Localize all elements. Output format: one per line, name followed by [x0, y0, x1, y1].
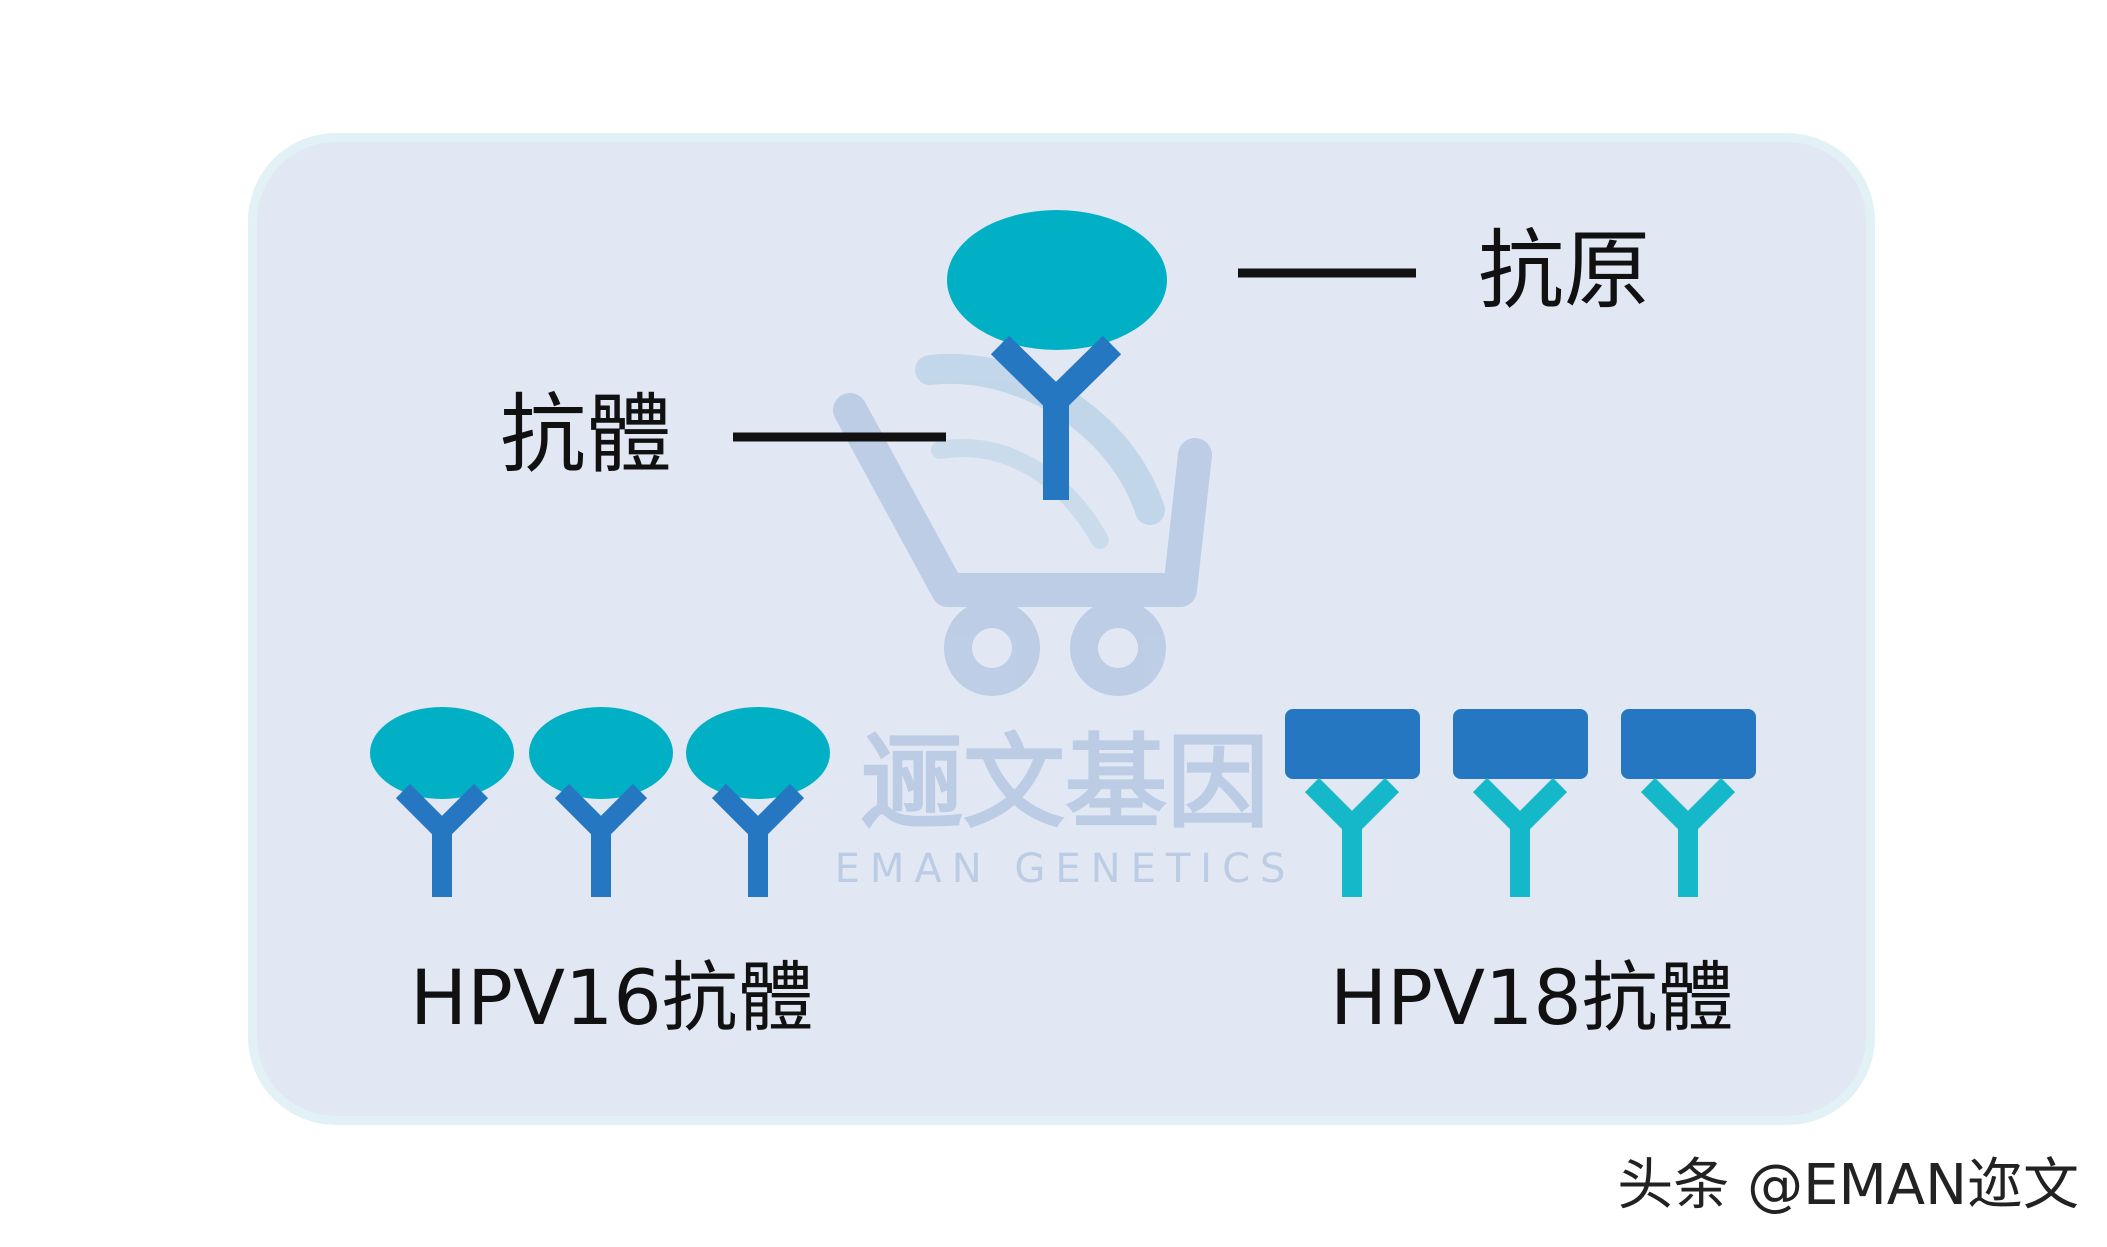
- hpv16-antibody-3: [686, 707, 830, 897]
- hpv16-antibody-group: [370, 707, 830, 897]
- hpv18-antibody-3: [1621, 709, 1756, 897]
- antigen-oval: [947, 210, 1167, 350]
- hpv16-antibody-2: [529, 707, 673, 897]
- antibody-y-shape: [990, 335, 1122, 500]
- hpv18-label: HPV18抗體: [1330, 953, 1734, 1042]
- hpv18-antibody-group: [1285, 709, 1756, 897]
- hpv16-label: HPV16抗體: [410, 953, 814, 1042]
- hpv18-antibody-1: [1285, 709, 1420, 897]
- watermark-cart-icon: [833, 353, 1212, 696]
- hpv16-antibody-1: [370, 707, 514, 897]
- watermark-subtitle: EMAN GENETICS: [835, 846, 1296, 892]
- antigen-label: 抗原: [1478, 221, 1650, 321]
- hpv18-antibody-2: [1453, 709, 1588, 897]
- watermark-title: 逦文基因: [861, 724, 1269, 843]
- antibody-label: 抗體: [500, 385, 672, 485]
- source-credit: 头条 @EMAN迩文: [1617, 1153, 2079, 1218]
